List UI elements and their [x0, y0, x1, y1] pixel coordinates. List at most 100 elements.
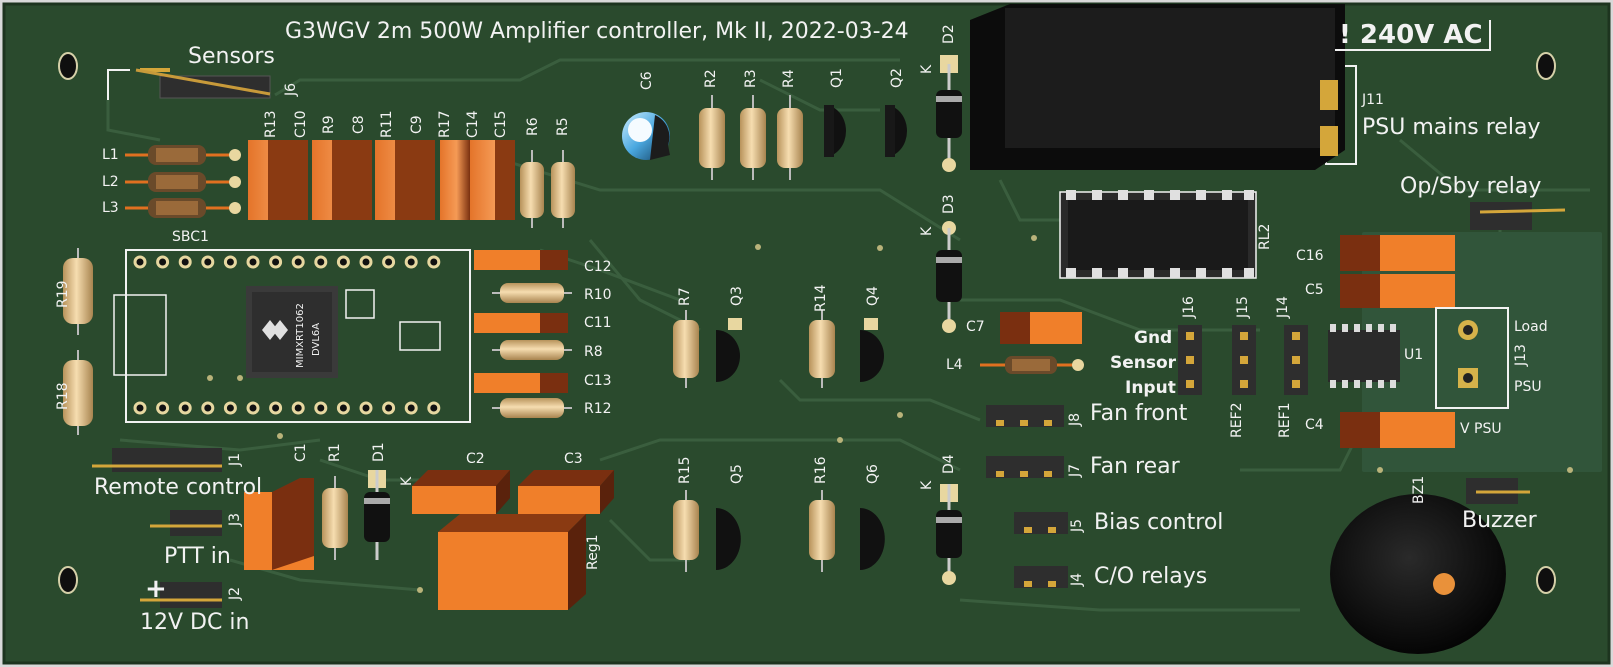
resistor-r5 [551, 150, 575, 228]
ref-r11: R11 [379, 110, 395, 138]
sbc-pins [133, 255, 441, 415]
inductor-l3 [125, 198, 241, 218]
ref-bz1: BZ1 [1411, 475, 1427, 504]
label-fan-rear: Fan rear [1090, 454, 1180, 479]
ref-c6: C6 [639, 71, 655, 90]
header-j4 [1014, 566, 1068, 588]
cap-c15 [470, 140, 515, 220]
ref-r10: R10 [584, 287, 612, 303]
cap-c12 [474, 250, 568, 270]
ref-k-d4: K [919, 480, 935, 490]
ref-c4: C4 [1305, 417, 1324, 433]
header-j2 [140, 582, 222, 608]
sbc-pin [336, 255, 350, 269]
ref-reg1: Reg1 [585, 534, 601, 570]
sbc-pin [314, 255, 328, 269]
sbc-pin [359, 401, 373, 415]
ref-r12: R12 [584, 401, 612, 417]
regulator-reg1 [438, 514, 586, 610]
cap-c8 [312, 140, 372, 220]
label-psu-mains-relay: PSU mains relay [1362, 115, 1541, 140]
ref-l2: L2 [102, 174, 119, 190]
resistor-r4 [777, 95, 803, 180]
ref-j11: J11 [1362, 92, 1384, 108]
ref-q5: Q5 [729, 464, 745, 484]
inductor-l4 [980, 356, 1084, 374]
mounting-hole [1536, 566, 1556, 594]
ref-q3: Q3 [729, 286, 745, 306]
ref-r3: R3 [743, 69, 759, 88]
ref-j1: J1 [227, 452, 243, 466]
sbc-pin [269, 401, 283, 415]
ref-j14: J14 [1275, 296, 1291, 318]
ref-c3: C3 [564, 451, 583, 467]
mcu-marking-1: MIMXRT1062 [295, 303, 306, 368]
resistor-r1 [322, 476, 348, 560]
ref-c15: C15 [493, 110, 509, 138]
mounting-hole [58, 566, 78, 594]
transistor-q2 [885, 105, 907, 157]
ref-c16: C16 [1296, 248, 1324, 264]
sbc-pin [178, 401, 192, 415]
label-ptt-in: PTT in [164, 544, 231, 569]
ref-r2: R2 [703, 69, 719, 88]
mounting-hole [58, 52, 78, 80]
transistor-q3 [716, 318, 742, 382]
sbc-pin [404, 401, 418, 415]
inductor-l1 [125, 145, 241, 165]
resistor-r2 [699, 95, 725, 180]
ref-d1: D1 [371, 442, 387, 462]
sbc-pin [223, 255, 237, 269]
header-op-sby [1470, 202, 1566, 230]
buzzer-bz1 [1330, 494, 1506, 654]
ref-r1: R1 [327, 443, 343, 462]
sbc-pin [404, 255, 418, 269]
sbc-pin [336, 401, 350, 415]
sbc-pin [359, 255, 373, 269]
diode-d2 [936, 55, 962, 172]
diode-d3 [936, 221, 962, 333]
ref-j13: J13 [1513, 344, 1529, 366]
transistor-q5 [716, 508, 741, 570]
ref-l1: L1 [102, 147, 119, 163]
ref-q6: Q6 [865, 464, 881, 484]
vias [207, 235, 1573, 593]
ref-j8: J8 [1067, 412, 1083, 426]
label-fan-front: Fan front [1090, 401, 1188, 426]
ref-u1: U1 [1404, 347, 1424, 363]
ref-j5: J5 [1069, 518, 1085, 532]
header-j1 [92, 448, 222, 472]
cap-c9 [375, 140, 435, 220]
sbc-pin [133, 255, 147, 269]
cap-c11 [474, 313, 568, 333]
cap-c14 [440, 140, 470, 220]
ref-q4: Q4 [865, 286, 881, 306]
sbc-pin [291, 401, 305, 415]
ref-r6: R6 [525, 117, 541, 136]
resistor-r6 [520, 150, 544, 228]
label-op-sby-relay: Op/Sby relay [1400, 174, 1542, 199]
ref-d2: D2 [941, 24, 957, 44]
ref-r19: R19 [55, 280, 71, 308]
ref-r5: R5 [555, 117, 571, 136]
transistor-q6 [860, 508, 885, 570]
ref-c14: C14 [465, 110, 481, 138]
relay-rl2 [1059, 190, 1257, 279]
ref-r14: R14 [813, 284, 829, 312]
ref-r9: R9 [321, 115, 337, 134]
ref-d3: D3 [941, 194, 957, 214]
resistor-r19 [63, 248, 93, 335]
ic-u1 [1328, 324, 1400, 388]
label-psu: PSU [1514, 379, 1542, 395]
label-sensor: Sensor [1110, 353, 1177, 373]
header-j15 [1232, 325, 1256, 395]
cap-c10 [248, 140, 308, 220]
sbc-pin [201, 401, 215, 415]
warning-label: ! 240V AC [1335, 20, 1491, 51]
cap-c3 [518, 470, 614, 514]
ref-r17: R17 [437, 110, 453, 138]
resistor-r18 [63, 350, 93, 435]
ref-q2: Q2 [889, 68, 905, 88]
